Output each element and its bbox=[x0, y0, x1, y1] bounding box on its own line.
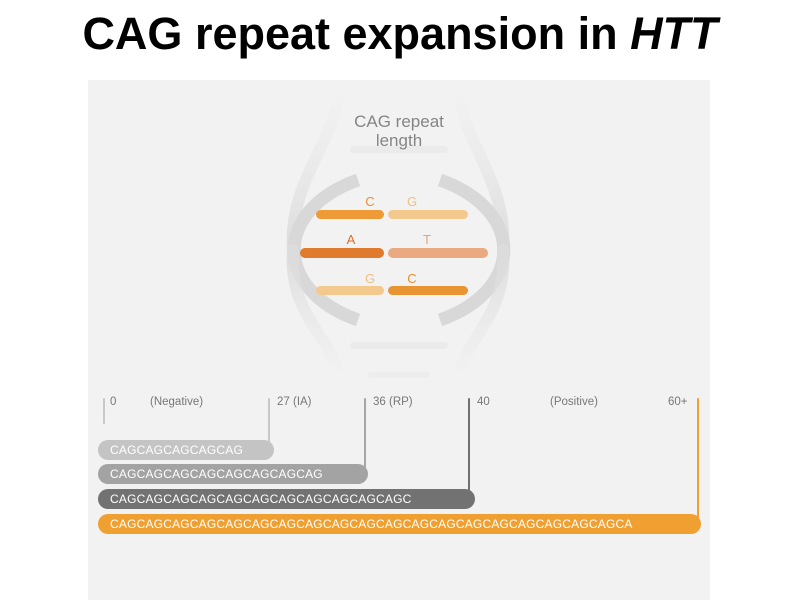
diagram-panel: C G A T G C CAG repeat length 0 (Negativ… bbox=[88, 80, 710, 600]
base-pair-1-right-letter: G bbox=[407, 194, 417, 209]
scale-label-27: 27 (IA) bbox=[277, 396, 312, 408]
scale-label-60plus: 60+ bbox=[668, 396, 688, 408]
base-pair-2-right-bar bbox=[388, 248, 488, 258]
slide-title-text: CAG repeat expansion in bbox=[82, 8, 630, 59]
slide-title-gene: HTT bbox=[630, 8, 717, 59]
repeat-bar-positive: CAGCAGCAGCAGCAGCAGCAGCAGCAGCAGCAGCAGCAGC… bbox=[98, 514, 701, 534]
repeat-bar-negative: CAGCAGCAGCAGCAG bbox=[98, 440, 274, 460]
base-pair-3-right-bar bbox=[388, 286, 468, 295]
scale-tick-27 bbox=[268, 398, 270, 444]
scale-label-negative: (Negative) bbox=[150, 396, 203, 408]
scale-tick-36 bbox=[364, 398, 366, 468]
slide-title: CAG repeat expansion in HTT bbox=[0, 8, 800, 60]
scale-tick-40 bbox=[468, 398, 470, 492]
helix-rung-faint-bottom2 bbox=[368, 372, 430, 378]
base-pair-3-left-bar bbox=[316, 286, 384, 295]
scale-tick-0 bbox=[103, 398, 105, 424]
repeat-bar-intermediate: CAGCAGCAGCAGCAGCAGCAGCAG bbox=[98, 464, 368, 484]
base-pair-2-left-letter: A bbox=[347, 232, 356, 247]
base-pair-1-left-letter: C bbox=[365, 194, 374, 209]
scale-tick-60 bbox=[697, 398, 699, 518]
scale-label-positive: (Positive) bbox=[550, 396, 598, 408]
base-pair-2-left-bar bbox=[300, 248, 384, 258]
helix-label-line2: length bbox=[88, 131, 710, 150]
scale-label-0: 0 bbox=[110, 396, 116, 408]
base-pair-3-right-letter: C bbox=[407, 271, 416, 286]
base-pair-1-left-bar bbox=[316, 210, 384, 219]
helix-label-line1: CAG repeat bbox=[88, 112, 710, 131]
repeat-bar-reduced-penetrance: CAGCAGCAGCAGCAGCAGCAGCAGCAGCAGCAGC bbox=[98, 489, 475, 509]
scale-label-36: 36 (RP) bbox=[373, 396, 413, 408]
base-pair-1-right-bar bbox=[388, 210, 468, 219]
helix-rung-faint-bottom bbox=[350, 342, 448, 349]
base-pair-3-left-letter: G bbox=[365, 271, 375, 286]
scale-label-40: 40 bbox=[477, 396, 490, 408]
base-pair-2-right-letter: T bbox=[423, 232, 431, 247]
